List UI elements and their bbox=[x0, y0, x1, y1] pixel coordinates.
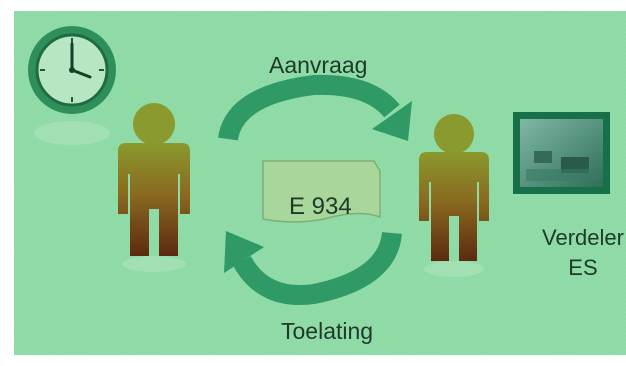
diagram-canvas: Aanvraag Toelating E 934 Verdeler ES bbox=[14, 11, 626, 355]
person-icon-right bbox=[419, 114, 489, 277]
distributor-label-line2: ES bbox=[568, 255, 598, 280]
distributor-label-line1: Verdeler bbox=[542, 225, 624, 250]
request-label: Aanvraag bbox=[269, 52, 368, 78]
diagram-art bbox=[28, 26, 610, 305]
document-icon bbox=[262, 160, 381, 223]
arrow-request bbox=[218, 74, 412, 142]
person-icon-left bbox=[118, 103, 190, 272]
arrow-permit bbox=[224, 231, 402, 305]
distributor-label: Verdeler ES bbox=[542, 223, 624, 283]
photo-icon bbox=[513, 112, 610, 194]
document-label: E 934 bbox=[289, 193, 352, 220]
clock-icon bbox=[28, 26, 116, 145]
permit-label: Toelating bbox=[281, 318, 374, 344]
